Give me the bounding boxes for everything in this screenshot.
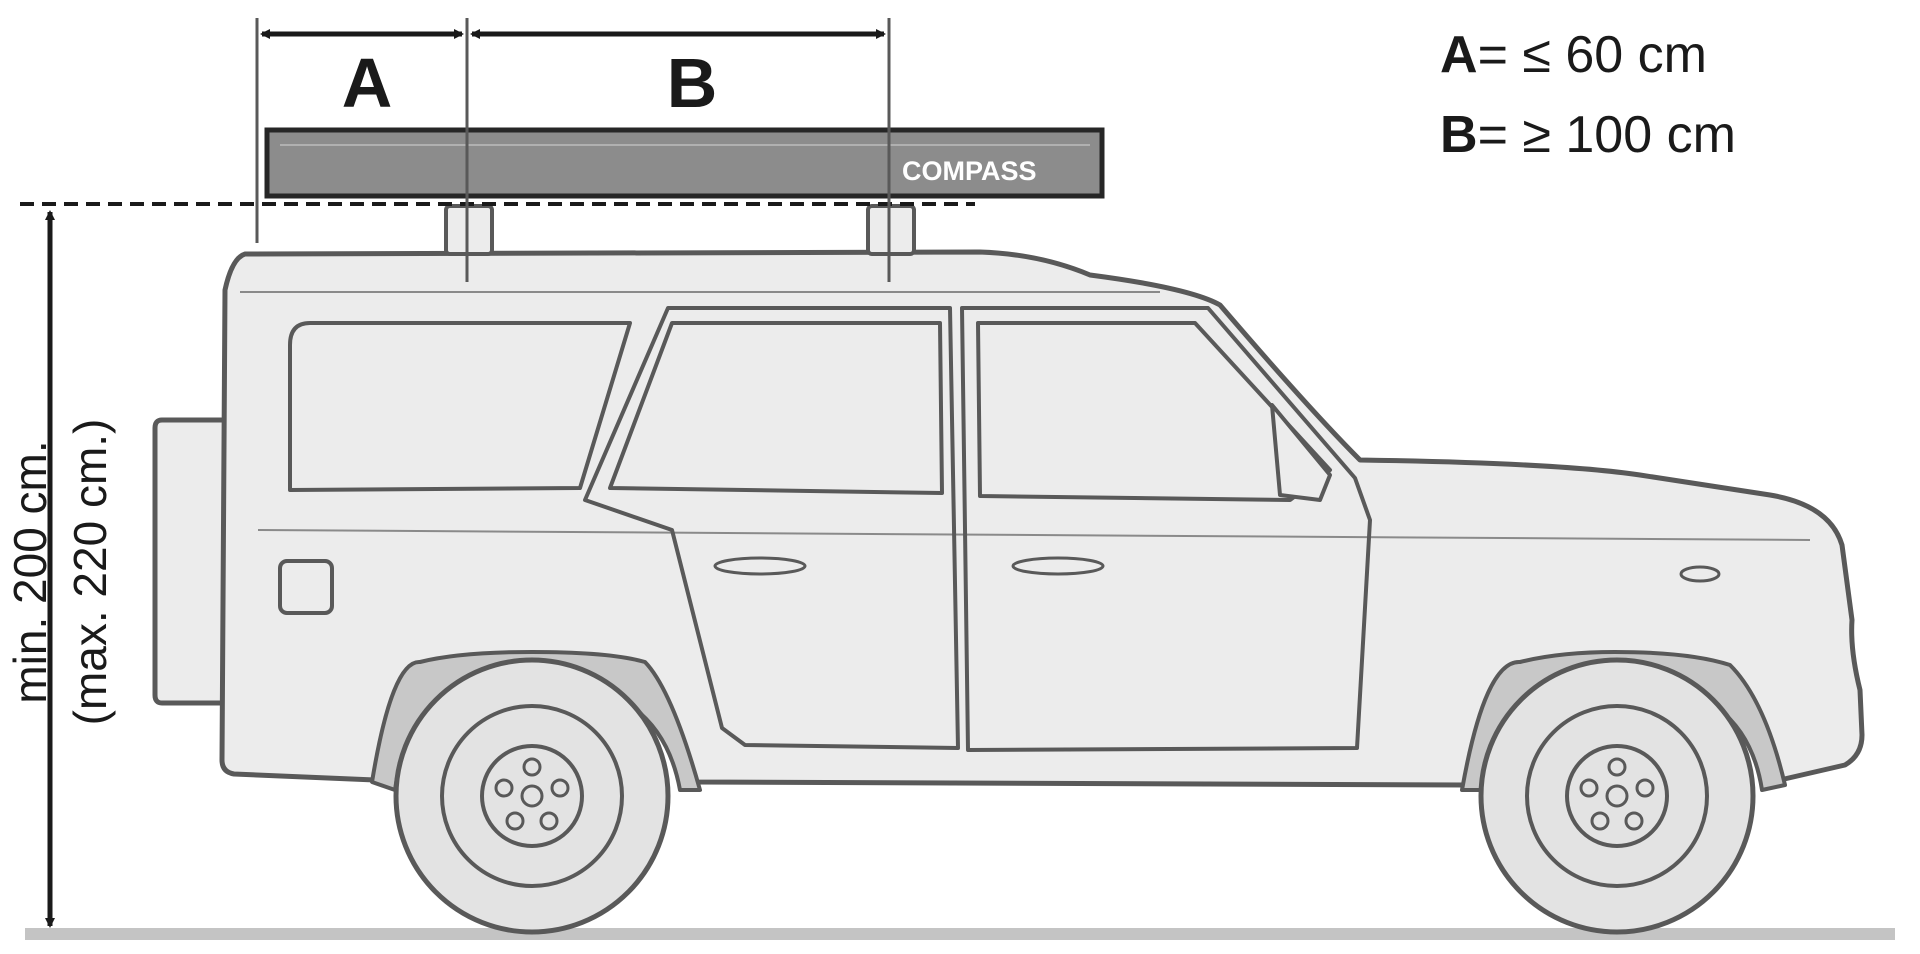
legend-a-value: = ≤ 60 cm — [1478, 26, 1707, 84]
legend-b-key: B — [1440, 106, 1478, 164]
legend-b-value: = ≥ 100 cm — [1478, 106, 1736, 164]
front-roof-bar-foot — [866, 204, 916, 256]
front-door-handle — [1011, 556, 1105, 576]
front-door — [960, 306, 1372, 752]
dimension-label-a: A — [342, 44, 393, 122]
waist-line — [257, 529, 1811, 541]
legend-a: A= ≤ 60 cm — [1440, 26, 1707, 84]
rear-door-window — [608, 321, 944, 495]
rear-roof-bar-foot — [444, 204, 494, 256]
legend-a-key: A — [1440, 26, 1478, 84]
ground-line — [25, 928, 1895, 940]
fuel-cap — [278, 559, 334, 615]
tent-brand-label: COMPASS — [902, 156, 1037, 186]
rear-wheel — [393, 657, 671, 935]
rear-window — [288, 321, 632, 492]
height-max-label: (max. 220 cm.) — [64, 419, 116, 726]
side-mirror — [1270, 403, 1332, 502]
front-wheel — [1478, 657, 1756, 935]
rear-door — [583, 306, 960, 750]
roof-tent — [264, 127, 1105, 199]
dimension-label-b: B — [667, 44, 718, 122]
height-min-label: min. 200 cm. — [4, 440, 56, 703]
legend-b: B= ≥ 100 cm — [1440, 106, 1736, 164]
side-marker-light — [1679, 565, 1721, 583]
spare-wheel-cover — [152, 417, 228, 706]
rear-door-handle — [713, 556, 807, 576]
